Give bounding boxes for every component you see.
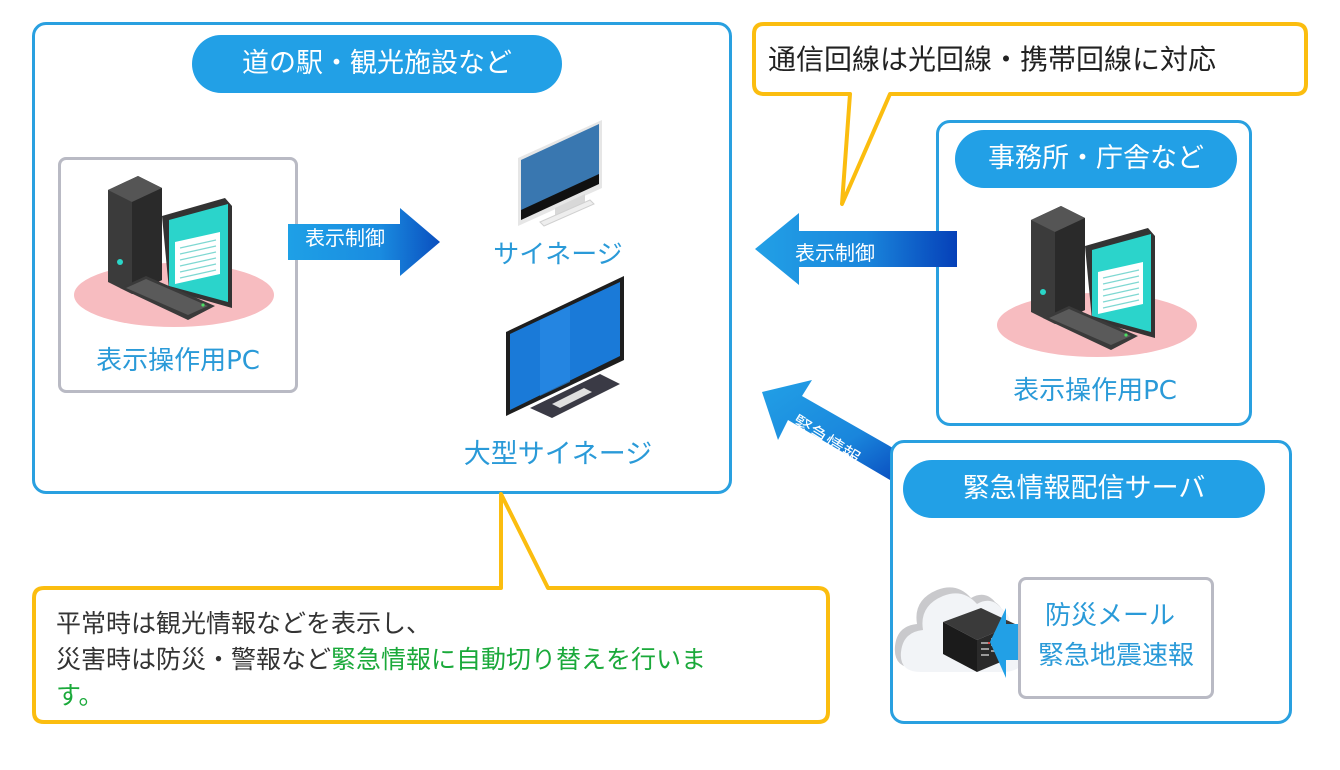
desktop-pc-icon	[997, 206, 1197, 357]
office-control-arrow-label: 表示制御	[795, 241, 875, 265]
control-arrow-label: 表示制御	[305, 226, 385, 250]
facility-title: 道の駅・観光施設など	[242, 48, 512, 79]
bottom-callout-line1: 平常時は観光情報などを表示し、	[56, 609, 432, 638]
bottom-callout-line2-prefix: 災害時は防災・警報など	[56, 645, 332, 674]
desktop-pc-icon	[74, 176, 274, 327]
large-signage-icon	[506, 276, 624, 418]
control-arrow-left	[755, 213, 957, 285]
alert-source-earthquake: 緊急地震速報	[1037, 641, 1194, 671]
line-callout-text: 通信回線は光回線・携帯回線に対応	[768, 43, 1217, 76]
bottom-callout-line2: 災害時は防災・警報など緊急情報に自動切り替えを行いま	[56, 640, 706, 676]
control-arrow-right	[288, 208, 440, 276]
line-callout-bubble	[752, 22, 1308, 206]
bottom-callout-line3: す。	[56, 681, 104, 710]
signage-label: サイネージ	[493, 240, 623, 270]
bottom-callout-line2-highlight: 緊急情報に自動切り替えを行いま	[331, 645, 707, 674]
facility-title-pill: 道の駅・観光施設など	[192, 35, 562, 93]
server-title-pill: 緊急情報配信サーバ	[903, 460, 1265, 518]
office-title-pill: 事務所・庁舎など	[955, 130, 1237, 188]
emergency-arrow: 緊急情報	[752, 368, 922, 480]
signage-icon	[518, 120, 602, 227]
alert-source-disaster-mail: 防災メール	[1044, 601, 1175, 631]
bottom-callout-bubble	[32, 492, 830, 724]
office-title: 事務所・庁舎など	[988, 143, 1204, 174]
alert-sources-card	[1018, 577, 1214, 699]
server-title: 緊急情報配信サーバ	[962, 473, 1206, 504]
large-signage-label: 大型サイネージ	[463, 439, 653, 470]
facility-pc-label: 表示操作用PC	[96, 346, 260, 376]
office-pc-label: 表示操作用PC	[1013, 376, 1177, 406]
